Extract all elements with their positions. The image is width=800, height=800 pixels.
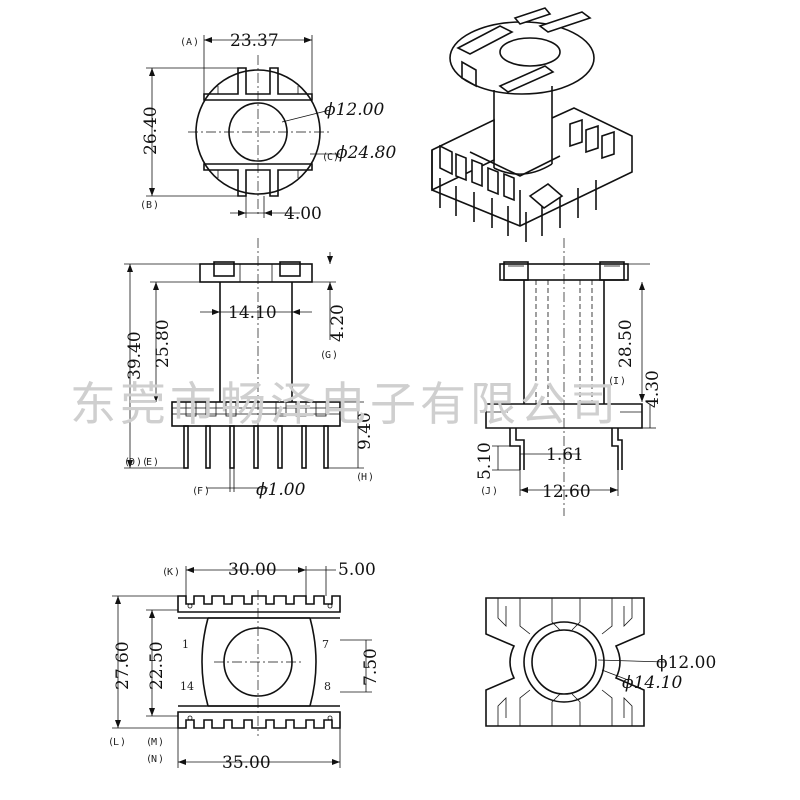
dim-flange: 4.20 [328,304,348,342]
svg-text:(: ( [146,737,152,748]
svg-text:): ) [120,737,126,748]
svg-text:(: ( [322,152,328,163]
watermark: 东莞市畅泽电子有限公司 [70,377,620,431]
tag-j: J [485,486,491,497]
isometric-view [431,7,633,242]
svg-text:(: ( [162,567,168,578]
dim-side: 7.50 [361,648,381,686]
svg-text:): ) [153,200,159,211]
svg-text:(: ( [124,457,130,468]
dim-width: 23.37 [230,31,279,51]
dim-pin-width: 1.61 [546,445,584,465]
dim-total-height: 39.40 [125,331,145,380]
tag-i: I [613,376,619,387]
svg-text:(: ( [320,350,326,361]
pin-8-label: 8 [324,680,331,693]
svg-text:(: ( [356,472,362,483]
svg-text:): ) [158,754,164,765]
svg-text:(: ( [608,376,614,387]
svg-text:(: ( [180,37,186,48]
tag-l: L [113,737,119,748]
dim-span: 12.60 [542,482,591,502]
svg-text:): ) [174,567,180,578]
dim-pitch: 5.00 [338,560,376,580]
tag-e: E [146,457,152,468]
svg-text:): ) [153,457,159,468]
svg-text:): ) [492,486,498,497]
svg-text:): ) [368,472,374,483]
front-view: 14.10 39.40 25.80 (D)(E) 4.20 (G) 9.40 (… [124,238,375,500]
dim-outer-dia: ϕ24.80 [336,143,396,163]
dim-side-base: 4.30 [643,370,663,408]
rear-view: ϕ12.00 ϕ14.10 [485,597,716,727]
top-view: 23.37 (A) 26.40 (B) ϕ12.00 ϕ24.80 (C) 4.… [140,31,396,224]
svg-text:): ) [193,37,199,48]
bottom-view: 1 7 14 8 30.00 (K) 5.00 27.60 (L) 22.50 … [108,560,381,773]
tag-c: C [327,152,333,163]
pin-14-label: 14 [180,680,194,693]
dim-pitch-span: 30.00 [228,560,277,580]
svg-text:(: ( [108,737,114,748]
svg-text:(: ( [140,200,146,211]
svg-text:(: ( [192,486,198,497]
dim-rear-outer-dia: ϕ14.10 [622,673,682,693]
dim-winding-height: 25.80 [153,319,173,368]
dim-row-gap: 22.50 [147,641,167,690]
tag-f: F [197,486,203,497]
tag-n: N [151,754,157,765]
svg-text:(: ( [480,486,486,497]
tag-m: M [151,737,157,748]
dim-slot: 4.00 [284,204,322,224]
dim-tube: 14.10 [228,303,277,323]
tag-d: D [129,457,135,468]
tag-k: K [167,567,173,578]
dim-bottom-height: 27.60 [113,641,133,690]
tag-b: B [146,200,152,211]
tag-h: H [361,472,367,483]
dim-inner-dia: ϕ12.00 [324,100,384,120]
svg-text:): ) [620,376,626,387]
dim-side-height: 28.50 [616,319,636,368]
dim-bottom-width: 35.00 [222,753,271,773]
tag-g: G [325,350,331,361]
dim-height: 26.40 [141,106,161,155]
dim-rear-inner-dia: ϕ12.00 [656,653,716,673]
inner-bore-circle [228,102,288,162]
tag-a: A [186,37,192,48]
side-view: 28.50 (I) 4.30 5.10 (J) 1.61 12.60 [475,238,663,516]
svg-text:): ) [333,152,339,163]
svg-text:): ) [332,350,338,361]
dim-pin-len: 5.10 [475,442,495,480]
svg-text:)(: )( [136,457,148,468]
dim-base-height: 9.40 [355,412,375,450]
dim-pin-dia: ϕ1.00 [256,480,306,500]
pin-7-label: 7 [322,638,329,651]
svg-text:): ) [158,737,164,748]
svg-text:(: ( [146,754,152,765]
pin-1-label: 1 [182,638,189,651]
svg-text:): ) [204,486,210,497]
